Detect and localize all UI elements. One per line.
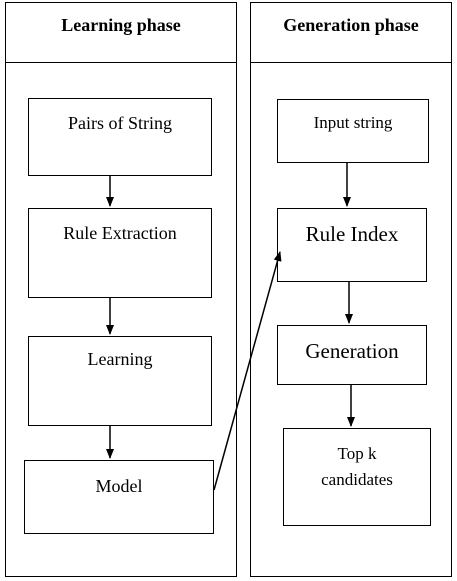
generation-label: Generation — [305, 339, 399, 363]
pairs-of-string-box: Pairs of String — [28, 98, 212, 176]
pairs-of-string-label: Pairs of String — [67, 113, 172, 133]
learning-box: Learning — [28, 336, 212, 426]
generation-box: Generation — [277, 325, 427, 385]
learning-phase-title: Learning phase — [6, 3, 236, 63]
model-label: Model — [95, 476, 143, 496]
learning-label: Learning — [87, 349, 153, 369]
generation-phase-title: Generation phase — [251, 3, 451, 63]
top-k-candidates-box: Top k candidates — [283, 428, 431, 526]
rule-extraction-label: Rule Extraction — [63, 223, 177, 243]
rule-index-label: Rule Index — [305, 222, 399, 246]
rule-extraction-box: Rule Extraction — [28, 208, 212, 298]
top-k-label: Top k — [337, 444, 377, 463]
model-box: Model — [24, 460, 214, 534]
input-string-label: Input string — [313, 113, 393, 132]
input-string-box: Input string — [277, 99, 429, 163]
candidates-label: candidates — [321, 470, 393, 489]
rule-index-box: Rule Index — [277, 208, 427, 282]
